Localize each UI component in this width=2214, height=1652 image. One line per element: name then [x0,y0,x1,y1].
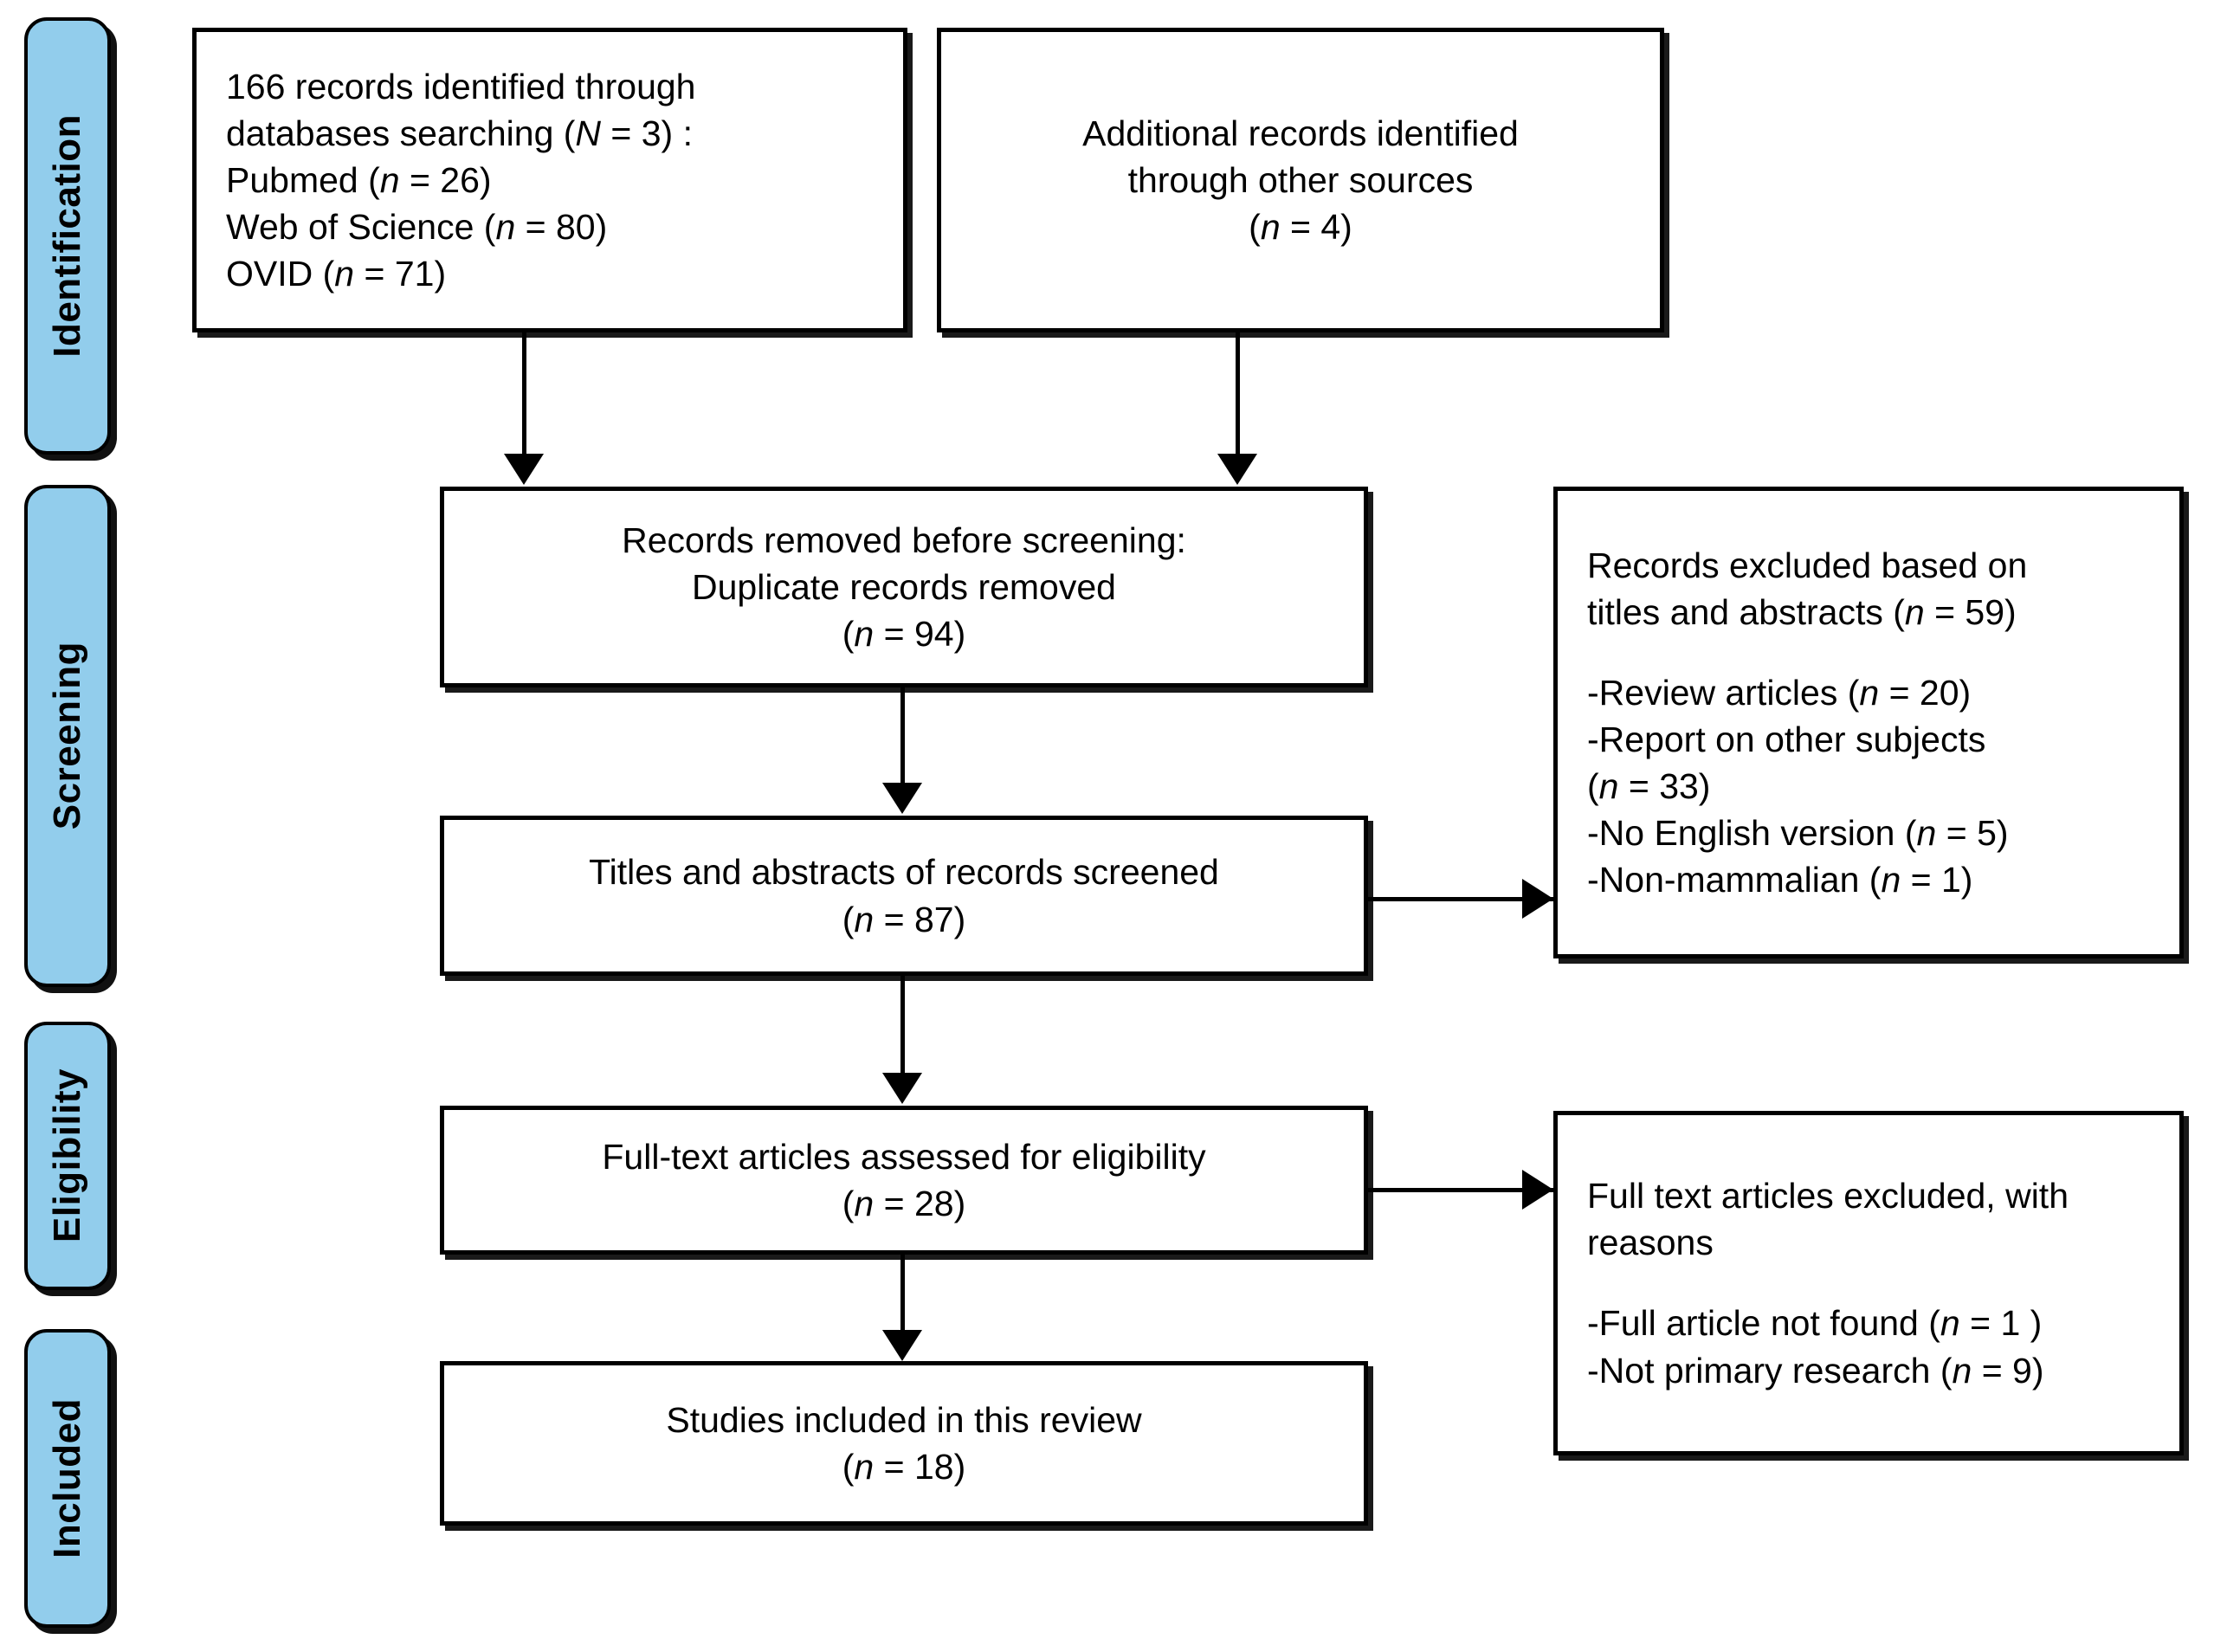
line-duplicates-removed-0: Records removed before screening: [622,519,1186,560]
stage-label-identification-text: Identification [46,114,88,358]
line-records-excluded-spacer [1587,636,2164,669]
stage-label-included-text: Included [46,1398,88,1558]
box-duplicates-removed: Records removed before screening: Duplic… [440,487,1368,687]
line-records-excluded-7: -Non-mammalian (n = 1) [1587,860,1973,900]
connector-identified-to-duplicates [522,332,526,455]
box-duplicates-removed-text: Records removed before screening: Duplic… [444,517,1364,657]
box-records-excluded: Records excluded based on titles and abs… [1553,487,2184,958]
line-additional-records-0: Additional records identified [1082,113,1519,153]
box-studies-included-text: Studies included in this review (n = 18) [444,1397,1364,1490]
box-fulltext-excluded-text: Full text articles excluded, with reason… [1558,1172,2179,1393]
stage-label-eligibility: Eligibility [24,1022,111,1290]
box-additional-records: Additional records identified through ot… [937,28,1664,332]
arrow-screened-to-excluded [1522,879,1553,919]
line-studies-included-1: (n = 18) [842,1447,966,1487]
connector-fulltext-to-included [900,1255,905,1332]
connector-screened-to-excluded [1368,897,1555,901]
box-records-identified: 166 records identified through databases… [192,28,907,332]
box-fulltext-assessed: Full-text articles assessed for eligibil… [440,1106,1368,1255]
line-records-excluded-5: (n = 33) [1587,766,1711,807]
line-fulltext-assessed-1: (n = 28) [842,1184,966,1223]
box-records-excluded-text: Records excluded based on titles and abs… [1558,542,2179,904]
stage-label-included: Included [24,1329,111,1628]
line-records-identified-1: databases searching (N = 3) : [226,113,693,153]
stage-label-screening-text: Screening [46,642,88,830]
stage-label-eligibility-text: Eligibility [46,1068,88,1243]
connector-screened-to-fulltext [900,976,905,1074]
box-records-identified-text: 166 records identified through databases… [197,63,903,298]
box-fulltext-excluded: Full text articles excluded, with reason… [1553,1111,2184,1455]
connector-duplicates-to-screened [900,687,905,784]
box-records-screened-text: Titles and abstracts of records screened… [444,849,1364,942]
line-records-excluded-0: Records excluded based on [1587,545,2028,585]
stage-label-screening: Screening [24,485,111,987]
box-studies-included: Studies included in this review (n = 18) [440,1361,1368,1526]
arrow-fulltext-to-included [882,1330,922,1361]
stage-label-identification: Identification [24,17,111,455]
box-records-screened: Titles and abstracts of records screened… [440,816,1368,976]
line-fulltext-excluded-4: -Not primary research (n = 9) [1587,1350,2044,1391]
line-records-excluded-1: titles and abstracts (n = 59) [1587,591,2017,632]
line-records-identified-3: Web of Science (n = 80) [226,207,608,248]
line-additional-records-1: through other sources [1127,159,1474,200]
line-additional-records-2: (n = 4) [1249,207,1352,248]
box-additional-records-text: Additional records identified through ot… [941,110,1660,250]
line-records-identified-2: Pubmed (n = 26) [226,159,492,200]
line-records-screened-0: Titles and abstracts of records screened [589,852,1219,893]
line-fulltext-excluded-spacer [1587,1267,2164,1300]
box-fulltext-assessed-text: Full-text articles assessed for eligibil… [444,1133,1364,1227]
line-fulltext-excluded-3: -Full article not found (n = 1 ) [1587,1303,2043,1344]
arrow-additional-to-duplicates [1217,454,1257,485]
connector-additional-to-duplicates [1236,332,1240,455]
line-duplicates-removed-2: (n = 94) [842,614,966,655]
line-records-identified-0: 166 records identified through [226,66,696,106]
arrow-identified-to-duplicates [504,454,544,485]
connector-fulltext-to-excluded [1368,1188,1555,1192]
arrow-fulltext-to-excluded [1522,1170,1553,1210]
line-records-excluded-6: -No English version (n = 5) [1587,813,2009,854]
line-records-excluded-4: -Report on other subjects [1587,719,1986,759]
line-duplicates-removed-1: Duplicate records removed [692,566,1116,607]
line-studies-included-0: Studies included in this review [666,1399,1142,1440]
line-records-identified-4: OVID (n = 71) [226,254,447,294]
line-records-screened-1: (n = 87) [842,899,966,939]
line-fulltext-assessed-0: Full-text articles assessed for eligibil… [602,1136,1206,1177]
arrow-screened-to-fulltext [882,1073,922,1104]
arrow-duplicates-to-screened [882,783,922,814]
line-records-excluded-3: -Review articles (n = 20) [1587,672,1972,713]
line-fulltext-excluded-1: reasons [1587,1223,1714,1263]
line-fulltext-excluded-0: Full text articles excluded, with [1587,1176,2069,1216]
